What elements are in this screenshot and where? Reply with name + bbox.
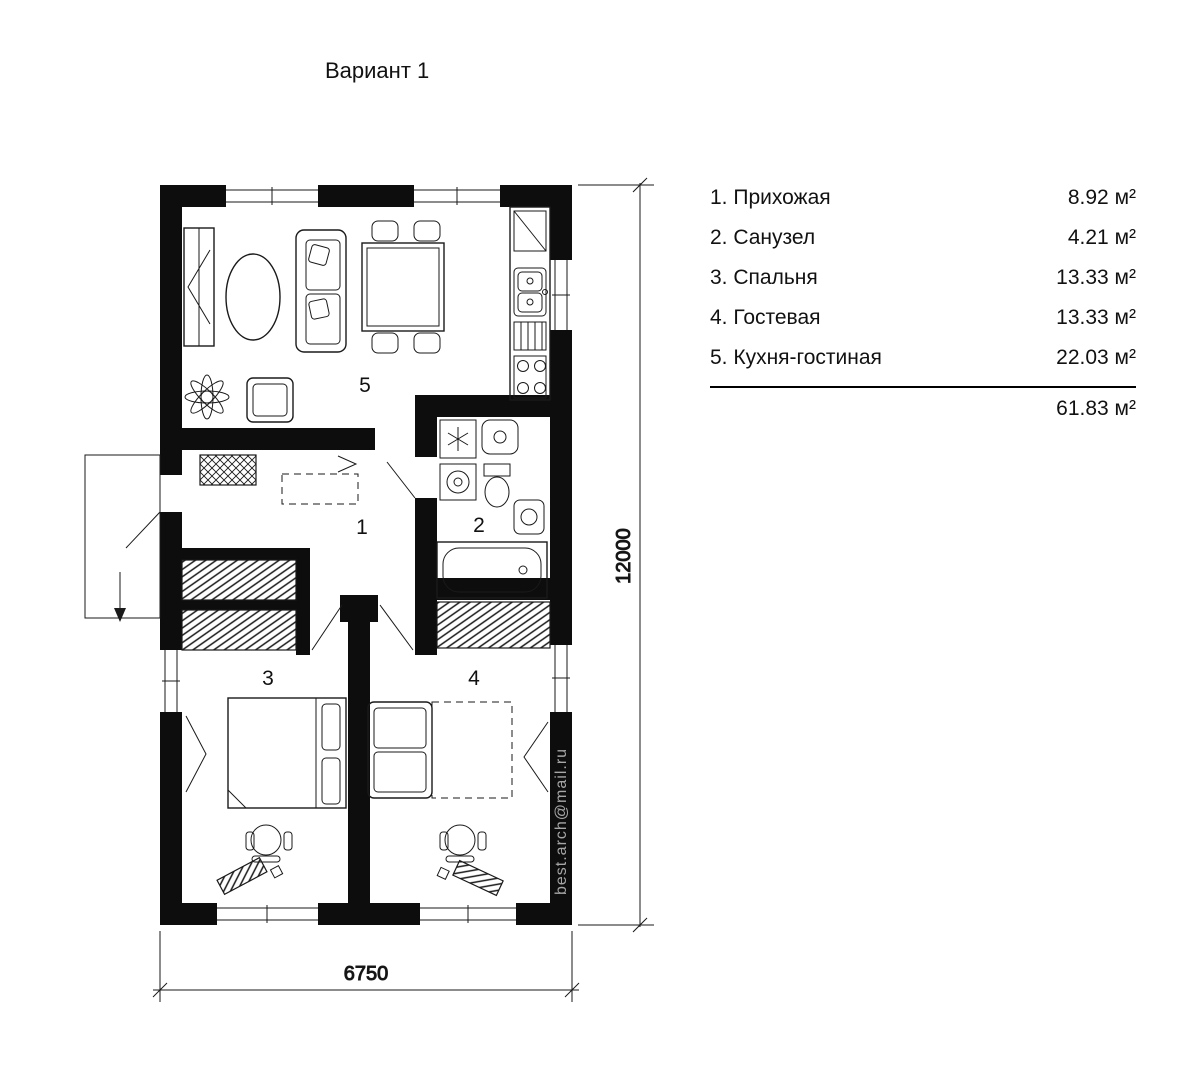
chair-icon xyxy=(371,220,399,242)
room-label-guest: 4 xyxy=(468,667,480,690)
dimension-vertical: 12000 xyxy=(578,177,654,933)
legend-room-name: 3. Спальня xyxy=(710,266,818,289)
bathtub-icon xyxy=(436,541,548,599)
mirror-icon xyxy=(523,721,549,793)
legend-room-name: 1. Прихожая xyxy=(710,186,831,209)
shelf-icon xyxy=(436,859,504,897)
dish-rack-icon xyxy=(513,321,547,351)
legend-room-name: 2. Санузел xyxy=(710,226,816,249)
window-bottom-left xyxy=(217,905,318,923)
legend-row: 4. Гостевая 13.33 м² xyxy=(710,306,1136,330)
dimension-height-label: 12000 xyxy=(613,528,635,584)
bedroom-door-leaf xyxy=(311,604,343,651)
legend-room-area: 13.33 м² xyxy=(1056,306,1136,329)
chair-icon xyxy=(413,332,441,354)
entry-arrow-head xyxy=(114,608,126,622)
chevron-icon xyxy=(337,455,358,473)
toilet-icon xyxy=(483,463,511,508)
window-top-right xyxy=(414,187,500,205)
legend-room-area: 13.33 м² xyxy=(1056,266,1136,289)
shoe-cabinet-dashed xyxy=(281,473,359,505)
room-label-hallway: 1 xyxy=(356,516,368,539)
exterior-walls xyxy=(160,185,572,925)
washing-machine-icon xyxy=(439,463,477,501)
dimension-horizontal: 6750 xyxy=(152,931,580,1002)
chair-icon xyxy=(413,220,441,242)
bathroom-sink-icon xyxy=(513,499,545,535)
doormat-icon xyxy=(199,454,257,486)
bed-icon xyxy=(227,697,347,809)
legend-row: 3. Спальня 13.33 м² xyxy=(710,266,1136,290)
desk-chair-icon xyxy=(245,824,293,863)
chair-icon xyxy=(371,332,399,354)
window-top-left xyxy=(226,187,318,205)
tv-stand-icon xyxy=(183,227,215,347)
mirror-icon xyxy=(185,715,207,793)
dimension-width-label: 6750 xyxy=(344,963,389,985)
shelf-icon xyxy=(216,856,284,896)
boiler-icon xyxy=(481,419,519,455)
desk-chair-icon xyxy=(439,824,487,863)
plant-icon xyxy=(184,374,230,420)
legend-divider xyxy=(710,386,1136,388)
windows xyxy=(162,187,570,923)
door-leaves xyxy=(125,461,416,651)
fridge-icon xyxy=(513,210,547,252)
sofa-icon xyxy=(295,229,347,353)
rug-icon xyxy=(225,253,281,341)
legend-room-area: 4.21 м² xyxy=(1067,226,1136,249)
sofa-bed-icon xyxy=(367,701,513,799)
room-legend: 1. Прихожая 8.92 м² 2. Санузел 4.21 м² 3… xyxy=(710,186,1136,421)
armchair-icon xyxy=(246,377,294,423)
wardrobe-hall-right xyxy=(436,601,551,649)
entry-door-leaf xyxy=(125,511,161,549)
legend-room-name: 4. Гостевая xyxy=(710,306,821,329)
kitchen-sink-icon xyxy=(513,267,548,317)
dryer-icon xyxy=(439,419,477,459)
hallway-items xyxy=(199,454,359,505)
kitchen-counter xyxy=(509,206,551,401)
legend-row: 2. Санузел 4.21 м² xyxy=(710,226,1136,250)
wardrobe-hall-left xyxy=(181,559,297,651)
legend-room-area: 22.03 м² xyxy=(1056,346,1136,369)
dining-table-icon xyxy=(361,220,445,354)
legend-row: 1. Прихожая 8.92 м² xyxy=(710,186,1136,210)
legend-room-area: 8.92 м² xyxy=(1067,186,1136,209)
guest-room-furniture xyxy=(367,701,549,897)
window-right-guest xyxy=(552,645,570,712)
room-label-bathroom: 2 xyxy=(473,514,485,537)
legend-row: 5. Кухня-гостиная 22.03 м² xyxy=(710,346,1136,370)
stove-icon xyxy=(513,355,547,399)
window-left-bedroom xyxy=(162,650,180,712)
bathroom-fixtures xyxy=(436,419,548,599)
entry-porch xyxy=(84,454,161,622)
legend-total-area: 61.83 м² xyxy=(1056,397,1136,420)
page-title: Вариант 1 xyxy=(325,58,430,83)
legend-room-name: 5. Кухня-гостиная xyxy=(710,346,882,369)
bedroom-furniture xyxy=(185,697,347,896)
watermark: best.arch@mail.ru xyxy=(553,748,570,895)
window-bottom-right xyxy=(420,905,516,923)
room-label-bedroom: 3 xyxy=(262,667,274,690)
bathroom-door-leaf xyxy=(386,461,416,499)
room-label-kitchen-living: 5 xyxy=(359,374,371,397)
window-kitchen xyxy=(552,260,570,330)
living-room-furniture xyxy=(183,220,445,423)
guest-door-leaf xyxy=(379,604,414,651)
